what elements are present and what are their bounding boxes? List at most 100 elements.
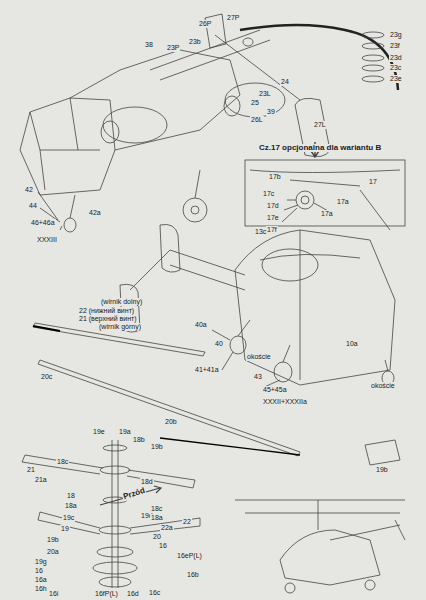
callout-number: 27P xyxy=(226,14,240,22)
cabin xyxy=(20,98,115,195)
engine-right xyxy=(225,83,285,117)
callout-number: 16fP(L) xyxy=(94,590,119,598)
callout-number: (wirnik górny) xyxy=(98,323,142,331)
callout-number: 16h xyxy=(34,585,48,593)
callout-number: XXXII+XXXIIa xyxy=(262,398,308,406)
hub xyxy=(191,206,199,214)
tail-boom xyxy=(130,250,245,290)
inset-lines xyxy=(250,170,400,230)
callout-number: 23L xyxy=(258,90,272,98)
callout-number: 17b xyxy=(268,173,282,181)
callout-number: 19c xyxy=(62,514,75,522)
callout-number: 17a xyxy=(336,198,350,206)
callout-number: 40 xyxy=(214,340,224,348)
blade-21 xyxy=(38,360,300,456)
callout-number: 18b xyxy=(132,436,146,444)
cable xyxy=(240,25,398,90)
callout-number: 22 (нижний винт) xyxy=(78,307,135,315)
callout-number: 21 (верхний винт) xyxy=(78,315,138,323)
wheel xyxy=(230,336,246,354)
callout-number: 39 xyxy=(266,108,276,116)
callout-number: 17f xyxy=(266,226,278,234)
callout-number: 16c xyxy=(148,589,161,597)
engine-left xyxy=(103,107,167,143)
front-arrow xyxy=(100,486,161,505)
callout-number: 44 xyxy=(28,202,38,210)
hub-discs xyxy=(93,445,137,587)
callout-number: 16eP(L) xyxy=(176,552,203,560)
fin xyxy=(160,224,180,272)
cabin-frame xyxy=(30,98,100,190)
blade-tip xyxy=(33,326,60,331)
intake xyxy=(101,121,119,143)
blade-edge xyxy=(160,438,300,455)
callout-number: 26P xyxy=(198,20,212,28)
callout-number: 19g xyxy=(34,558,48,566)
mast xyxy=(318,500,319,530)
shaft xyxy=(112,440,118,588)
callout-number: 16 xyxy=(34,567,44,575)
callout-number: 20b xyxy=(164,418,178,426)
callout-number: 21 xyxy=(26,466,36,474)
callout-number: 25 xyxy=(250,99,260,107)
engine xyxy=(262,249,318,281)
callout-number: 21a xyxy=(34,476,48,484)
callout-number: 18a xyxy=(64,502,78,510)
callout-number: 23c xyxy=(389,64,402,72)
leader xyxy=(212,330,280,388)
callout-number: 17a xyxy=(320,210,334,218)
strut xyxy=(238,320,388,371)
callout-number: 16i xyxy=(48,590,59,598)
callout-number: 23P xyxy=(166,44,180,52)
fuselage xyxy=(280,530,380,585)
note-text: Przód xyxy=(121,486,147,501)
callout-number: 23e xyxy=(389,75,403,83)
callout-number: 22a xyxy=(160,524,174,532)
wheel xyxy=(285,583,295,593)
callout-number: XXXIII xyxy=(36,236,58,244)
callout-number: 45+45a xyxy=(262,386,288,394)
callout-number: 42a xyxy=(88,209,102,217)
inset-frame xyxy=(245,160,405,226)
joint xyxy=(243,38,253,46)
callout-number: 19b xyxy=(375,466,389,474)
part-17 xyxy=(301,196,309,204)
callout-number: 18 xyxy=(66,492,76,500)
wheel xyxy=(365,580,375,590)
callout-number: 24 xyxy=(280,78,290,86)
upper-blades xyxy=(22,455,195,488)
callout-number: okoście xyxy=(246,353,272,361)
callout-number: 17d xyxy=(266,202,280,210)
tail-boom xyxy=(150,30,300,100)
callout-number: 19a xyxy=(118,428,132,436)
callout-number: 27L xyxy=(313,121,327,129)
fuselage xyxy=(235,230,395,385)
callout-number: 20c xyxy=(40,373,53,381)
callout-number: 23f xyxy=(389,42,401,50)
wheel xyxy=(274,362,292,382)
callout-number: 19b xyxy=(46,536,60,544)
callout-number: 16d xyxy=(126,590,140,598)
rotors xyxy=(235,500,405,513)
intake xyxy=(224,96,240,116)
callout-number: 42 xyxy=(24,186,34,194)
callout-number: 18d xyxy=(140,478,154,486)
blade-22 xyxy=(33,323,205,356)
callout-number: 13c xyxy=(254,228,267,236)
callout-number: 23g xyxy=(389,31,403,39)
callout-number: 19b xyxy=(150,443,164,451)
callout-number: 22 xyxy=(182,518,192,526)
fuselage-detail xyxy=(260,230,360,380)
callout-number: 43 xyxy=(253,373,263,381)
fuselage xyxy=(70,50,240,150)
callout-number: 18c xyxy=(56,458,69,466)
callout-number: 26L xyxy=(250,116,264,124)
callout-number: 40a xyxy=(194,321,208,329)
strut xyxy=(195,170,200,198)
callout-number: 20 xyxy=(152,533,162,541)
callout-number: 38 xyxy=(144,41,154,49)
callout-number: 17e xyxy=(266,214,280,222)
callout-number: 10a xyxy=(345,340,359,348)
part-17 xyxy=(296,191,314,209)
discs xyxy=(362,32,384,82)
